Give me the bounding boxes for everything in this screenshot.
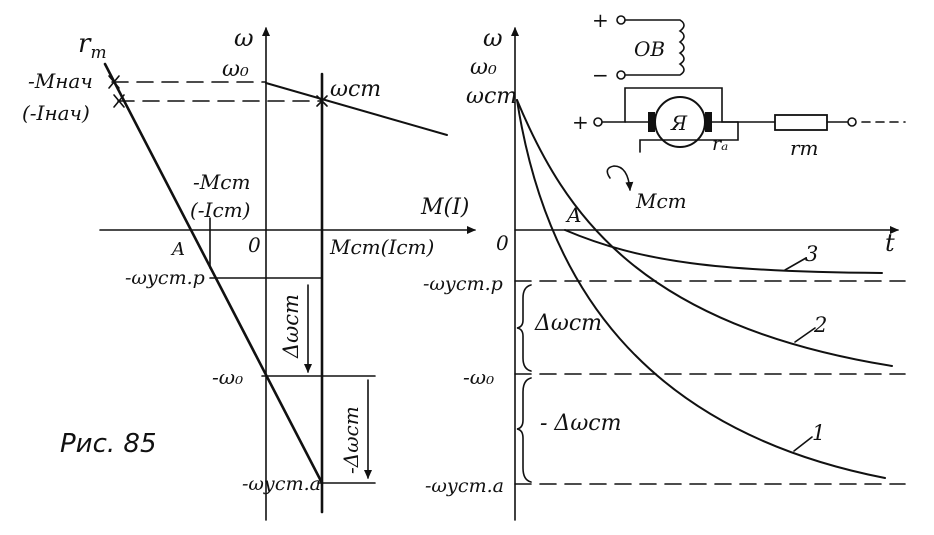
left-natural-line	[265, 82, 448, 136]
right-omega0-label: ω₀	[470, 55, 497, 80]
brush-left	[648, 112, 655, 132]
ov-label: ОВ	[634, 37, 665, 61]
right-t-axis-label: t	[885, 229, 895, 257]
ra-label: rₐ	[712, 133, 728, 155]
plus-top-label: +	[592, 8, 609, 32]
mst-label: Мст	[635, 189, 687, 213]
left-minus-delta-omega-label: -Δωст	[339, 406, 363, 474]
left-m-st-neg-label: -Мст	[193, 170, 250, 194]
terminal-top-plus	[616, 15, 626, 25]
right-omega-ust-r-label: -ωуст.р	[423, 273, 503, 295]
left-m-st-pos-label: Мст(Iст)	[329, 235, 434, 259]
left-origin-label: 0	[248, 233, 261, 257]
right-curve-1	[516, 99, 886, 479]
left-diagram: rт ω ω₀ ωст -Мнач (-Iнач) -Мст (-Iст) M(…	[22, 24, 476, 521]
right-curve-2	[516, 99, 893, 367]
right-curve-2-leader	[794, 327, 816, 343]
right-delta-omega-label: Δωст	[534, 311, 602, 336]
right-diagram: ω ω₀ ωст A 0 t 3 2 1 -ωуст.р Δωст -ω₀ - …	[423, 24, 906, 521]
armature-circle	[654, 96, 706, 148]
right-point-a-label: A	[565, 203, 581, 227]
minus-top-label: −	[592, 63, 609, 87]
plus-mid-label: +	[572, 110, 589, 134]
resistor-rt	[774, 114, 828, 131]
right-omega-ust-a-label: -ωуст.а	[425, 475, 504, 497]
right-omega-axis-label: ω	[483, 24, 503, 52]
right-brace-upper	[516, 284, 532, 372]
mst-rotation-arrow	[606, 165, 634, 191]
left-omega-ust-a-label: -ωуст.а	[242, 473, 321, 495]
armature-label: Я	[670, 111, 688, 135]
right-curve-1-label: 1	[812, 421, 825, 445]
ra-wire	[639, 121, 739, 153]
left-omega0-label: ω₀	[222, 57, 249, 82]
left-omega-st-label: ωст	[330, 77, 381, 102]
terminal-right	[847, 117, 857, 127]
right-omega-st-label: ωст	[466, 84, 517, 109]
left-x-axis-label: M(I)	[420, 195, 469, 220]
left-delta-omega-label: Δωст	[279, 294, 303, 359]
left-rt-label: rт	[78, 29, 107, 63]
left-rt-line	[103, 62, 324, 485]
left-point-a-label: A	[170, 239, 185, 260]
left-m-nach-label: -Мнач	[28, 69, 93, 93]
right-minus-delta-omega-label: - Δωст	[540, 411, 621, 436]
right-curve-3-label: 3	[805, 242, 818, 266]
circuit-diagram: + − ОВ + Я rₐ rт Мст	[572, 8, 906, 213]
rt-label: rт	[790, 136, 819, 160]
left-omega-axis-label: ω	[234, 24, 254, 52]
left-i-st-neg-label: (-Iст)	[190, 198, 250, 222]
field-winding	[624, 19, 685, 76]
right-curve-3	[564, 229, 883, 274]
figure-caption: Рис. 85	[60, 429, 156, 459]
right-curve-2-label: 2	[813, 313, 827, 337]
left-cross-marks	[108, 75, 328, 108]
right-origin-label: 0	[496, 231, 509, 255]
brush-right	[705, 112, 712, 132]
left-omega0-neg-label: -ω₀	[212, 365, 243, 389]
terminal-top-minus	[616, 70, 626, 80]
terminal-mid-plus	[593, 117, 603, 127]
right-brace-lower	[516, 377, 532, 483]
right-curve-3-leader	[784, 257, 807, 271]
right-omega0-neg-label: -ω₀	[463, 365, 494, 389]
left-i-nach-label: (-Iнач)	[22, 101, 90, 125]
right-curve-1-leader	[793, 436, 813, 452]
left-omega-ust-r-label: -ωуст.р	[125, 267, 205, 289]
